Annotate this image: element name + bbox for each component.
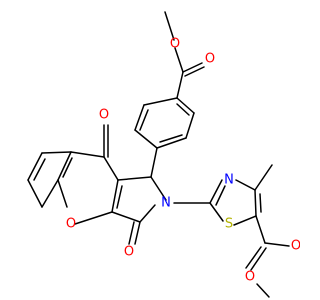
bond (27, 179, 43, 208)
bond (74, 211, 113, 225)
oxygen-atom-label: O (66, 217, 76, 232)
bond (117, 176, 152, 181)
bond (176, 97, 195, 114)
bond (156, 137, 187, 149)
sulfur-atom-label: S (225, 217, 233, 232)
bond (176, 103, 190, 116)
bond (139, 109, 149, 131)
bond (150, 176, 167, 201)
oxygen-atom-label: O (99, 108, 109, 123)
bond (70, 151, 105, 158)
oxygen-atom-label: O (291, 239, 300, 254)
oxygen-atom-label: O (245, 270, 255, 285)
nitrogen-atom-label: N (224, 173, 234, 188)
bond (182, 62, 203, 73)
bond (209, 202, 224, 222)
bond (111, 211, 141, 223)
bond (259, 193, 262, 213)
bond (235, 179, 256, 191)
bond (245, 246, 262, 269)
bond (184, 66, 205, 77)
bond (209, 179, 223, 204)
bond-lines (27, 11, 290, 298)
bond (57, 151, 72, 181)
bond (128, 221, 135, 245)
bond (233, 215, 257, 226)
bond (159, 134, 183, 143)
bond (27, 152, 43, 181)
bond (116, 185, 123, 209)
atom-labels: O O O O O O O N N S (66, 37, 300, 285)
bond (254, 164, 273, 191)
bond (254, 189, 257, 217)
bond (33, 158, 46, 181)
chemical-structure-diagram: O O O O O O O N N S (27, 11, 300, 298)
bond (185, 112, 195, 139)
bond (176, 71, 184, 99)
bond (150, 147, 158, 178)
bond (103, 156, 119, 181)
bond (143, 97, 178, 106)
oxygen-atom-label: O (124, 245, 134, 260)
bond (41, 179, 59, 208)
bond (134, 221, 141, 245)
oxygen-atom-label: O (205, 52, 215, 67)
bond (139, 204, 156, 223)
bond (174, 47, 184, 73)
bond (41, 151, 72, 154)
bond (134, 104, 145, 131)
bond (264, 242, 290, 247)
bond (256, 283, 270, 298)
bond (215, 185, 226, 206)
bond (134, 129, 158, 149)
oxygen-atom-label: O (170, 37, 180, 52)
nitrogen-atom-label: N (161, 196, 171, 211)
bond (255, 215, 266, 244)
bond (164, 11, 175, 41)
bond (57, 179, 68, 208)
bond (111, 179, 119, 213)
bond (250, 247, 267, 271)
bond (62, 157, 73, 178)
